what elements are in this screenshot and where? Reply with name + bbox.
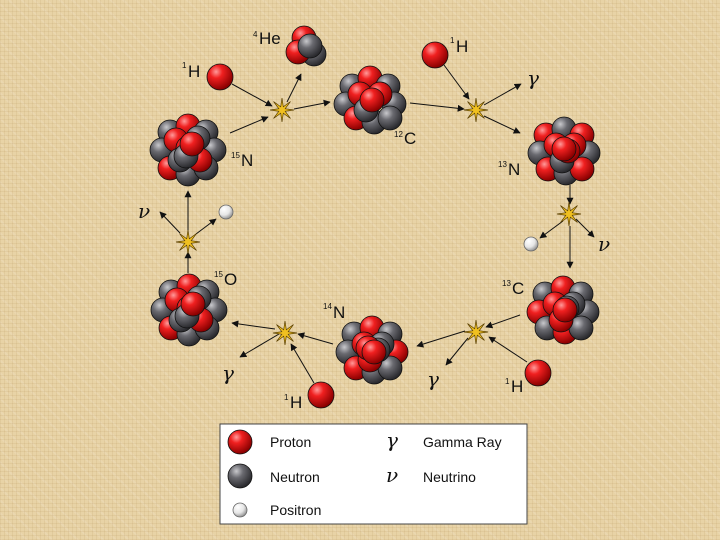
c12-mass: 12 — [394, 130, 403, 139]
c13-mass: 13 — [502, 279, 511, 288]
gamma-1: γ — [527, 66, 539, 90]
arrow-star1-to-he4 — [287, 74, 301, 102]
arrow-star2-to-gamma — [484, 84, 521, 105]
proton — [552, 137, 576, 161]
proton — [181, 292, 205, 316]
reaction-star — [464, 320, 488, 344]
h4-mass: 1 — [505, 377, 510, 386]
reaction-star — [270, 98, 294, 122]
proton — [362, 340, 386, 364]
arrow-star5-to-gamma — [240, 334, 279, 357]
reaction-stars — [176, 98, 581, 345]
o15-element: O — [224, 270, 237, 289]
arrow-star3-to-positron — [540, 221, 563, 238]
arrow-h-to-star4 — [489, 337, 527, 362]
arrow-h-to-star5 — [291, 344, 314, 383]
legend-neutron-swatch — [228, 464, 252, 488]
proton — [180, 132, 204, 156]
legend-neutron-label: Neutron — [270, 469, 320, 485]
reaction-star — [464, 98, 488, 122]
arrow-c12-to-star2 — [410, 103, 464, 109]
arrow-star3-to-nu — [576, 219, 594, 237]
arrow-n15-to-star1 — [230, 117, 268, 133]
arrow-c13-to-star4 — [486, 315, 520, 327]
n15-mass: 15 — [231, 151, 240, 160]
n13-element: N — [508, 160, 520, 179]
h3-element: H — [290, 393, 302, 412]
h1-element: H — [188, 62, 200, 81]
positron — [219, 205, 233, 219]
h1-mass: 1 — [182, 61, 187, 70]
hydrogen-proton — [525, 360, 551, 386]
legend-nu-label: Neutrino — [423, 469, 476, 485]
legend-gamma-symbol: γ — [386, 428, 398, 452]
n14-mass: 14 — [323, 302, 332, 311]
neutron — [378, 106, 402, 130]
gamma-3: γ — [427, 367, 439, 391]
arrow-star6-to-positron — [196, 219, 216, 234]
hydrogen-proton — [207, 64, 233, 90]
proton — [360, 88, 384, 112]
proton — [553, 298, 577, 322]
arrow-star4-to-gamma — [446, 338, 468, 365]
arrow-h-to-star1 — [232, 84, 272, 106]
nu-2: ν — [598, 232, 610, 256]
h3-mass: 1 — [284, 393, 289, 402]
nucleus-he4 — [286, 26, 326, 66]
positron — [524, 237, 538, 251]
h4-element: H — [511, 377, 523, 396]
hydrogen-proton — [422, 42, 448, 68]
n14-element: N — [333, 303, 345, 322]
arrow-star4-to-n14 — [417, 331, 465, 346]
he4-element: He — [259, 29, 281, 48]
legend-proton-label: Proton — [270, 434, 311, 450]
legend: Proton Neutron Positron γ Gamma Ray ν Ne… — [220, 424, 527, 524]
nucleus-n15 — [150, 114, 226, 186]
nucleus-o15 — [151, 274, 227, 346]
legend-gamma-label: Gamma Ray — [423, 434, 502, 450]
c13-element: C — [512, 279, 524, 298]
reaction-star — [176, 230, 200, 254]
arrow-star1-to-c12 — [294, 102, 330, 109]
arrow-star5-to-o15 — [232, 323, 275, 329]
nu-1: ν — [138, 199, 150, 223]
arrow-star2-to-n13 — [484, 116, 520, 133]
arrow-h-to-star2 — [444, 65, 469, 99]
n15-element: N — [241, 151, 253, 170]
legend-positron-label: Positron — [270, 502, 321, 518]
nucleus-c13 — [527, 276, 599, 344]
nucleus-n14 — [336, 316, 408, 384]
o15-mass: 15 — [214, 270, 223, 279]
nucleus-n13 — [528, 117, 600, 185]
nucleus-c12 — [334, 66, 406, 134]
legend-proton-swatch — [228, 430, 252, 454]
neutron — [298, 34, 322, 58]
h2-mass: 1 — [450, 36, 455, 45]
hydrogen-proton — [308, 382, 334, 408]
arrow-star6-to-nu — [160, 212, 180, 233]
c12-element: C — [404, 129, 416, 148]
h2-element: H — [456, 37, 468, 56]
he4-mass: 4 — [253, 30, 258, 39]
reaction-star — [557, 202, 581, 226]
legend-positron-swatch — [233, 503, 247, 517]
gamma-2: γ — [222, 361, 234, 385]
n13-mass: 13 — [498, 160, 507, 169]
reaction-star — [273, 321, 297, 345]
legend-nu-symbol: ν — [386, 463, 398, 487]
arrow-n14-to-star5 — [298, 334, 333, 344]
